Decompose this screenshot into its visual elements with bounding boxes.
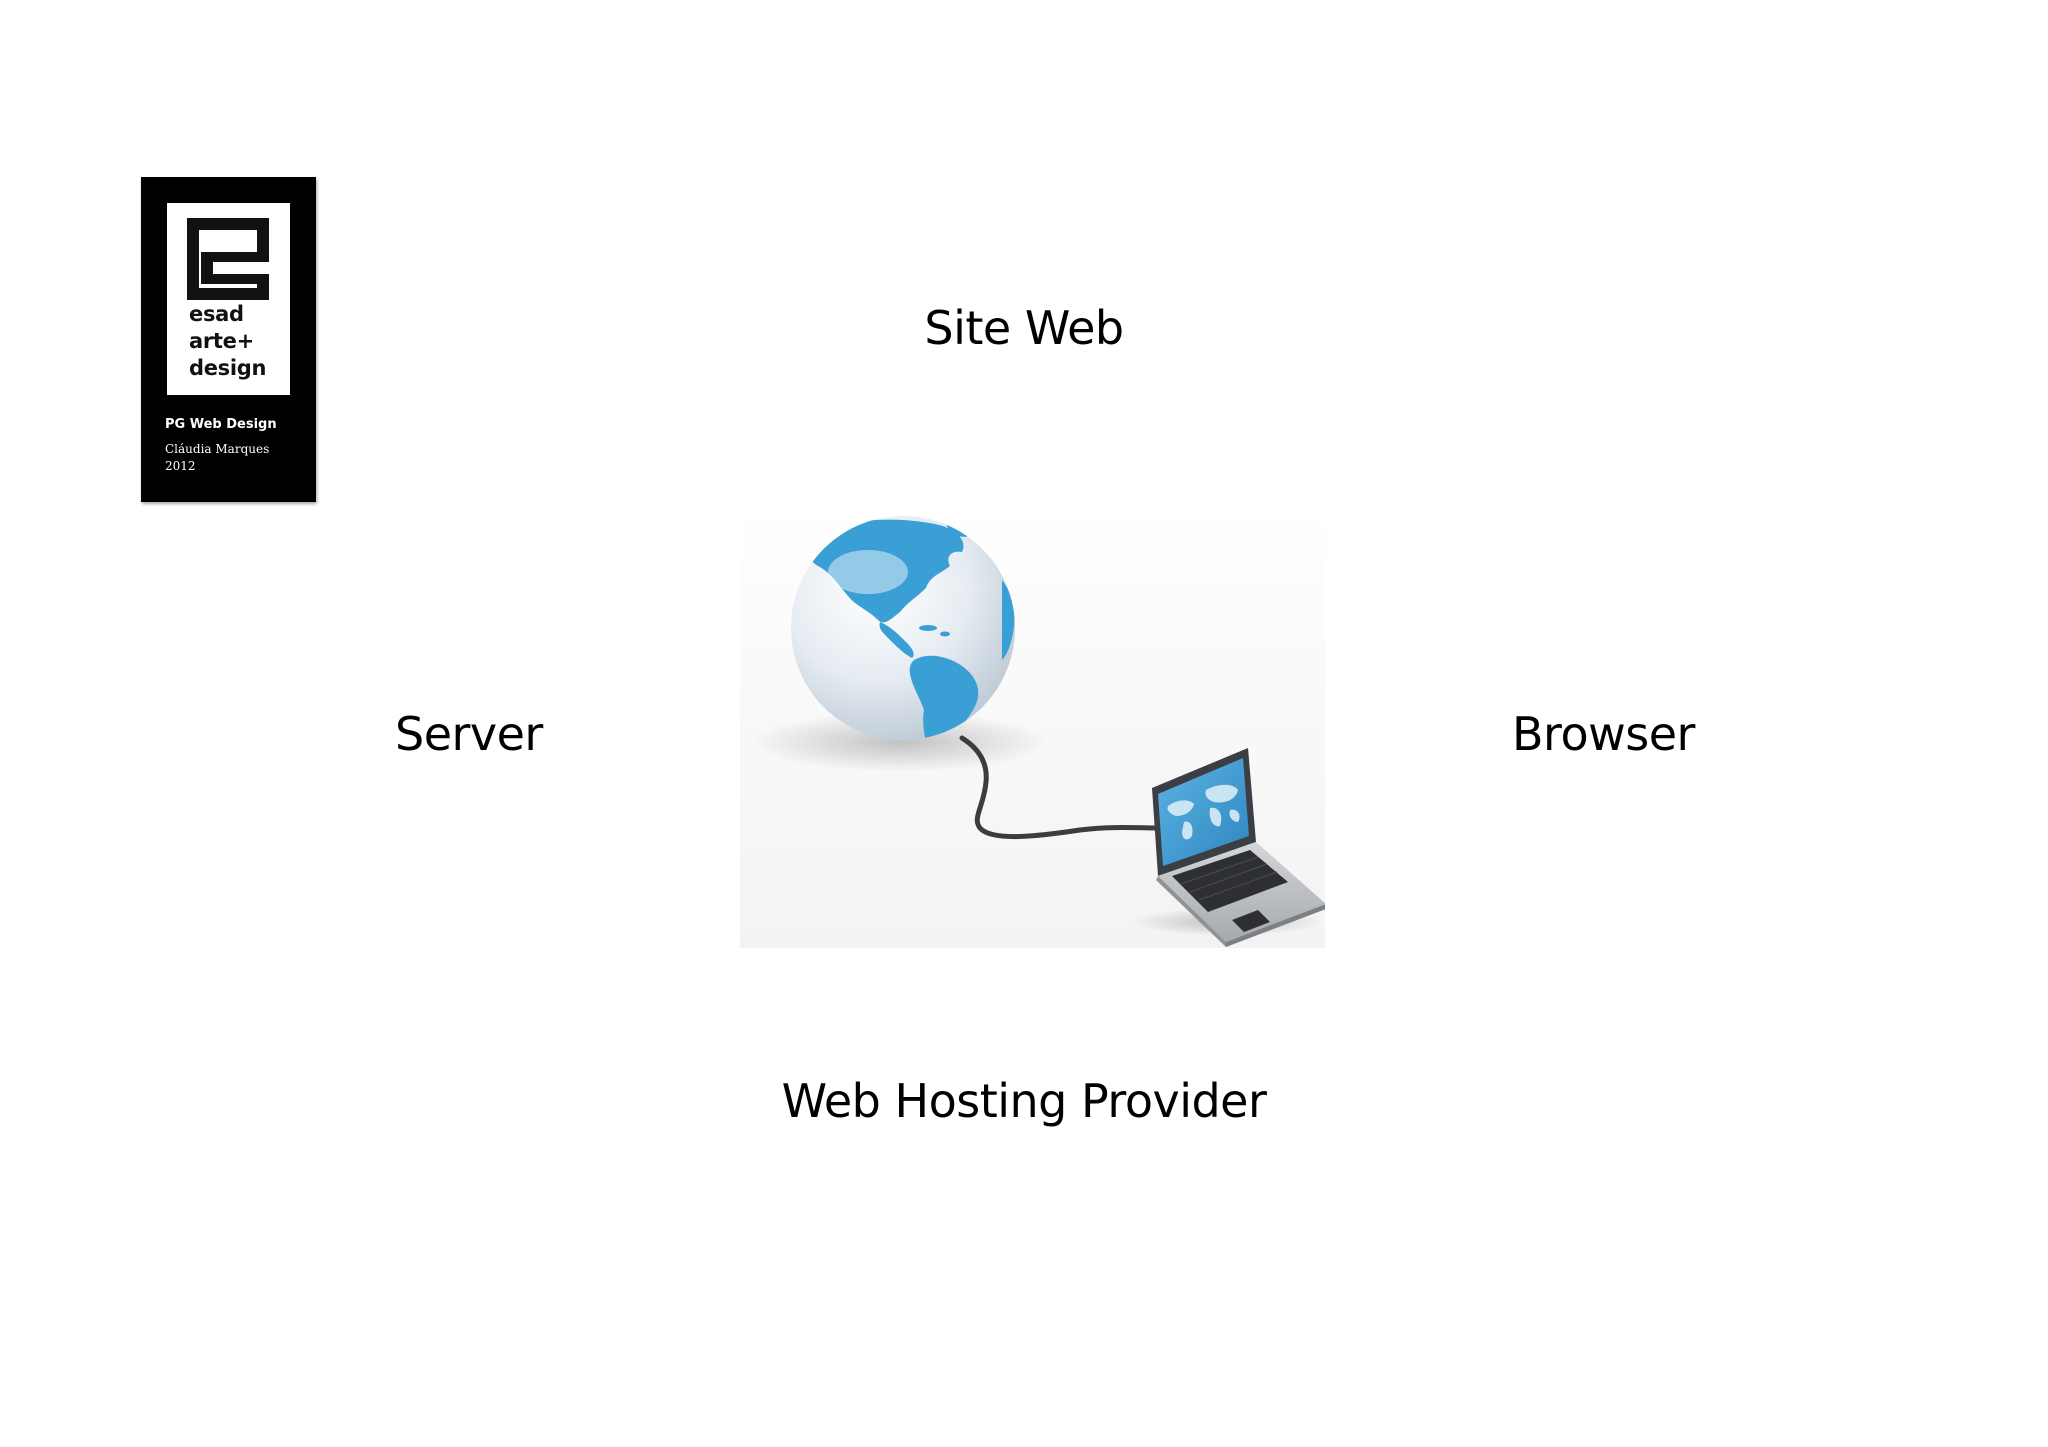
logo-word-design: design [189, 356, 267, 380]
server-label: Server [395, 707, 543, 761]
network-cable [959, 735, 1161, 840]
laptop-icon [1152, 748, 1325, 947]
esad-logo-mark-icon [187, 218, 269, 300]
site-web-label: Site Web [924, 301, 1124, 355]
browser-label: Browser [1512, 707, 1695, 761]
globe-laptop-illustration [740, 510, 1325, 948]
logo-word-esad: esad [189, 302, 244, 326]
course-year: 2012 [165, 459, 196, 473]
course-name: PG Web Design [165, 417, 277, 432]
globe-icon [791, 516, 1015, 740]
globe-shadow [750, 712, 1050, 772]
web-hosting-provider-label: Web Hosting Provider [781, 1074, 1267, 1128]
logo-card: esad arte+ design PG Web Design Cláudia … [141, 177, 316, 502]
logo-emblem: esad arte+ design [167, 203, 290, 395]
logo-word-arte: arte+ [189, 329, 254, 353]
author-name: Cláudia Marques [165, 442, 270, 456]
